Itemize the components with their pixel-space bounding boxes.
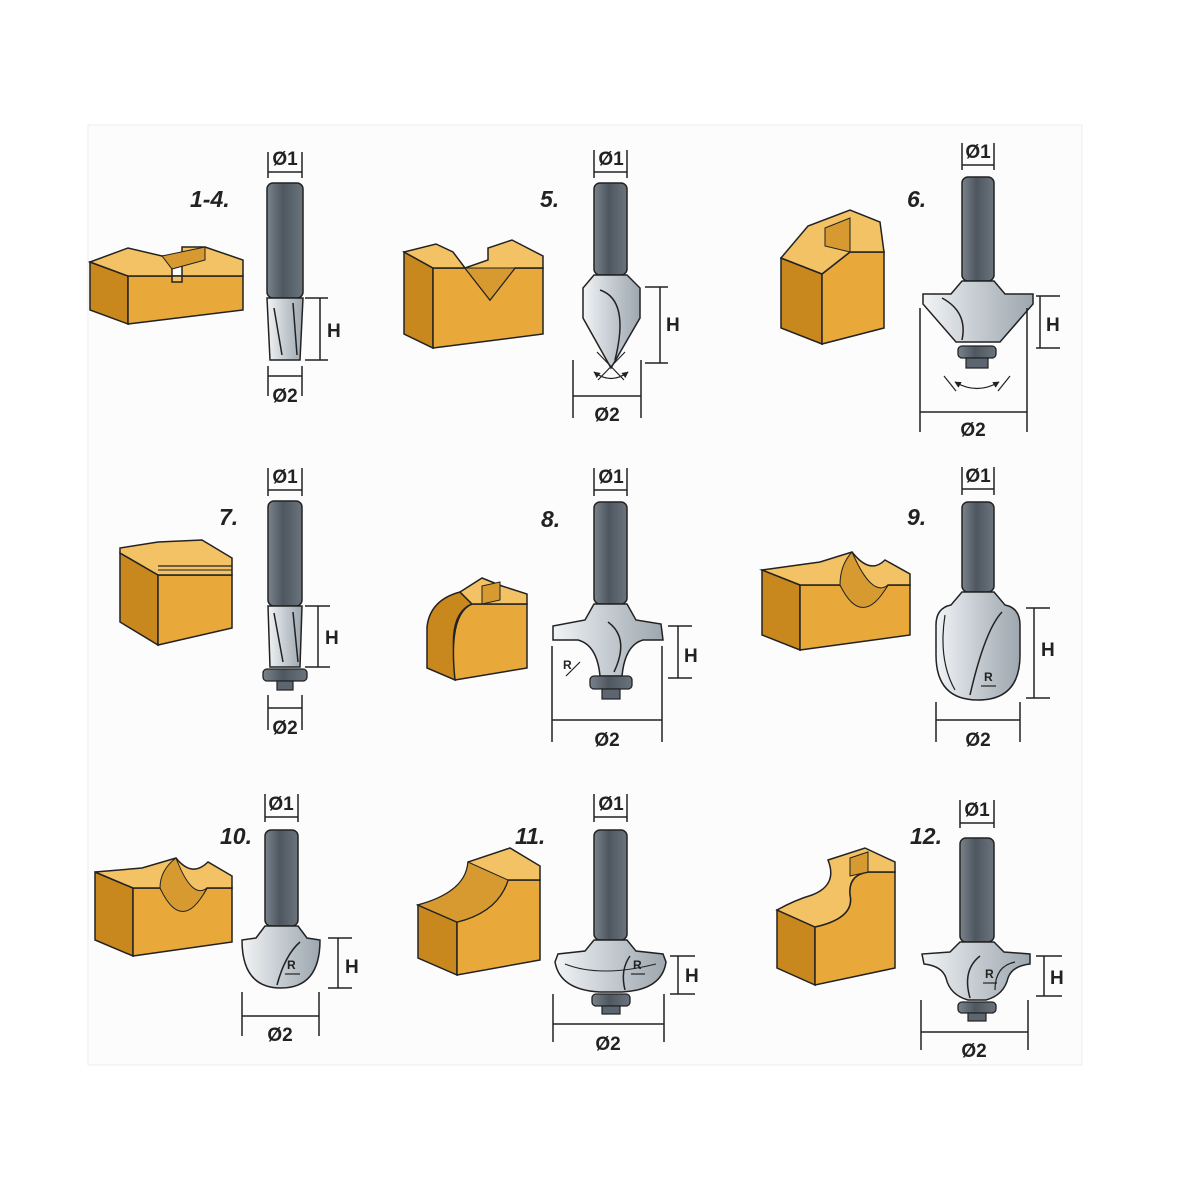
shank [593, 829, 628, 941]
shank [593, 182, 628, 276]
shank-diameter-label: Ø1 [272, 149, 298, 170]
bit-number: 5. [540, 186, 559, 212]
cut-diameter-label: Ø2 [272, 718, 297, 739]
wood-block-roundover [426, 577, 528, 682]
core-box-cutter [935, 591, 1021, 701]
bit-number: 9. [907, 504, 926, 530]
shank [961, 176, 995, 282]
bit-12: 12. R Ø1 H Ø2 [775, 800, 1064, 1062]
height-label: H [1050, 968, 1064, 989]
shank [593, 501, 628, 605]
shank [961, 501, 995, 593]
shank-diameter-label: Ø1 [964, 800, 990, 821]
wood-block-v-groove [401, 239, 544, 350]
height-label: H [325, 628, 339, 649]
bit-11: 11. R Ø1 H Ø2 [415, 794, 699, 1055]
height-label: H [327, 321, 341, 342]
bit-7: 7. Ø1 H Ø2 [119, 467, 339, 739]
cut-diameter-label: Ø2 [595, 1034, 620, 1055]
cut-diameter-label: Ø2 [960, 420, 985, 441]
shank [266, 182, 304, 299]
bit-number: 7. [219, 504, 238, 530]
shank-diameter-label: Ø1 [268, 794, 294, 815]
ball-nose-cutter [241, 925, 321, 989]
height-label: H [1041, 640, 1055, 661]
cut-diameter-label: Ø2 [965, 730, 990, 751]
wood-block-rabbet [119, 539, 233, 647]
cut-diameter-label: Ø2 [594, 730, 619, 751]
straight-cutter [266, 297, 304, 361]
bit-8: 8. R Ø1 H Ø2 [426, 467, 698, 751]
height-label: H [345, 957, 359, 978]
wood-block-cove [415, 847, 541, 977]
bit-6: 6. Ø1 H Ø2 [779, 142, 1060, 441]
chamfer-cutter [922, 280, 1034, 369]
wood-block-round-groove [94, 857, 233, 958]
cut-diameter-label: Ø2 [272, 386, 297, 407]
shank-diameter-label: Ø1 [965, 142, 991, 163]
shank-diameter-label: Ø1 [598, 467, 624, 488]
bit-number: 10. [220, 823, 252, 849]
bit-number: 6. [907, 186, 926, 212]
height-label: H [666, 315, 680, 336]
flush-trim-cutter [262, 605, 308, 691]
shank-diameter-label: Ø1 [598, 794, 624, 815]
shank-diameter-label: Ø1 [272, 467, 298, 488]
bit-9: 9. R Ø1 H Ø2 [759, 466, 1055, 751]
height-label: H [684, 646, 698, 667]
sheet-background [87, 124, 1083, 1066]
bit-number: 11. [515, 823, 545, 849]
radius-label: R [985, 967, 994, 981]
wood-block-chamfer [779, 209, 885, 346]
cut-diameter-label: Ø2 [961, 1041, 986, 1062]
wood-block-cove-groove [759, 551, 911, 652]
cut-diameter-label: Ø2 [267, 1025, 292, 1046]
cut-diameter-label: Ø2 [594, 405, 619, 426]
shank-diameter-label: Ø1 [598, 149, 624, 170]
bit-10: 10. R Ø1 H Ø2 [94, 794, 359, 1046]
shank-diameter-label: Ø1 [965, 466, 991, 487]
bit-number: 12. [910, 823, 942, 849]
ogee-cutter [921, 941, 1031, 1022]
radius-label: R [984, 670, 993, 684]
radius-label: R [287, 958, 296, 972]
height-label: H [685, 966, 699, 987]
wood-block-ogee [775, 847, 896, 987]
radius-label: R [563, 658, 572, 672]
bit-5: 5. Ø1 H Ø2 [401, 149, 680, 426]
bit-1-4: 1-4. Ø1 H Ø2 [87, 149, 341, 407]
shank [959, 837, 995, 943]
bit-number: 1-4. [190, 186, 230, 212]
cove-cutter [554, 939, 667, 1015]
v-groove-cutter [582, 274, 641, 370]
roundover-cutter [552, 603, 664, 700]
wood-block-groove [87, 246, 244, 326]
shank [264, 829, 299, 927]
height-label: H [1046, 315, 1060, 336]
bit-number: 8. [541, 506, 560, 532]
radius-label: R [633, 958, 642, 972]
shank [267, 500, 303, 607]
